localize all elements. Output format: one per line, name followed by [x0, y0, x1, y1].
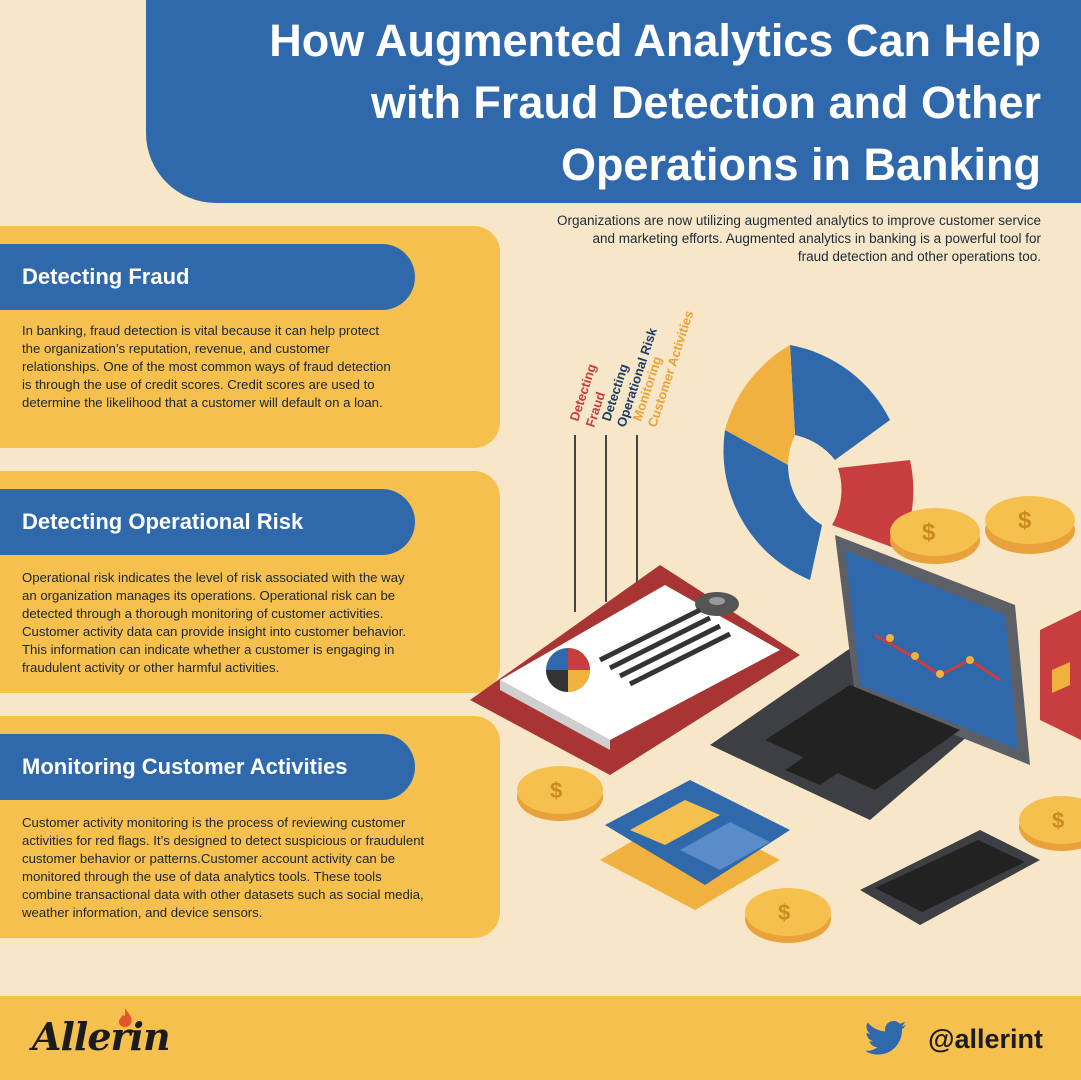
svg-text:$: $ [1018, 507, 1032, 534]
section-heading: Monitoring Customer Activities [22, 754, 348, 779]
body-line: detected through a thorough monitoring o… [22, 606, 384, 621]
coin-icon: $ [517, 766, 603, 821]
coin-icon: $ [745, 888, 831, 943]
section-heading-pill: Detecting Operational Risk [0, 489, 415, 555]
body-line: weather information, and device sensors. [22, 905, 263, 920]
vertical-labels: Detecting Fraud Detecting Operational Ri… [567, 309, 697, 429]
title-banner: How Augmented Analytics Can Help with Fr… [146, 0, 1081, 203]
section-body: Operational risk indicates the level of … [22, 569, 482, 677]
body-line: activities for red flags. It’s designed … [22, 833, 425, 848]
intro-line-3: fraud detection and other operations too… [797, 249, 1041, 264]
svg-text:$: $ [778, 900, 790, 925]
chart-label-lines [574, 435, 638, 612]
clipboard-icon [470, 565, 800, 775]
body-line: combine transactional data with other da… [22, 887, 424, 902]
intro-text: Organizations are now utilizing augmente… [481, 212, 1041, 266]
body-line: This information can indicate whether a … [22, 642, 395, 657]
body-line: monitored through the use of data analyt… [22, 869, 382, 884]
coin-icon: $ [1019, 796, 1081, 851]
title-line-1: How Augmented Analytics Can Help [269, 15, 1041, 66]
section-card-detecting-operational-risk: Detecting Operational Risk Operational r… [0, 471, 500, 693]
section-card-detecting-fraud: Detecting Fraud In banking, fraud detect… [0, 226, 500, 448]
body-line: relationships. One of the most common wa… [22, 359, 391, 374]
intro-line-1: Organizations are now utilizing augmente… [557, 213, 1041, 228]
body-line: an organization manages its operations. … [22, 588, 396, 603]
intro-line-2: and marketing efforts. Augmented analyti… [592, 231, 1041, 246]
flame-icon [118, 1008, 132, 1028]
body-line: Operational risk indicates the level of … [22, 570, 405, 585]
section-heading-pill: Detecting Fraud [0, 244, 415, 310]
body-line: the organization’s reputation, revenue, … [22, 341, 330, 356]
body-line: Customer activity data can provide insig… [22, 624, 407, 639]
donut-chart-icon [723, 345, 914, 580]
allerin-logo: Allerin [32, 1014, 171, 1059]
body-line: fraudulent activity or other harmful act… [22, 660, 280, 675]
credit-card-icon [600, 780, 790, 910]
section-heading: Detecting Fraud [22, 264, 190, 289]
briefcase-icon [1040, 610, 1081, 740]
section-body: In banking, fraud detection is vital bec… [22, 322, 482, 412]
section-card-monitoring-customer-activities: Monitoring Customer Activities Customer … [0, 716, 500, 938]
svg-text:$: $ [922, 519, 936, 546]
twitter-handle[interactable]: @allerint [928, 1024, 1043, 1054]
body-line: is through the use of credit scores. Cre… [22, 377, 375, 392]
body-line: determine the likelihood that a customer… [22, 395, 383, 410]
section-heading-pill: Monitoring Customer Activities [0, 734, 415, 800]
body-line: customer behavior or patterns.Customer a… [22, 851, 396, 866]
svg-text:$: $ [550, 778, 562, 803]
section-heading: Detecting Operational Risk [22, 509, 304, 534]
banking-analytics-illustration: Detecting Fraud Detecting Operational Ri… [470, 309, 1081, 943]
body-line: In banking, fraud detection is vital bec… [22, 323, 380, 338]
page-title: How Augmented Analytics Can Help with Fr… [181, 10, 1041, 196]
svg-text:$: $ [1052, 808, 1064, 833]
coin-stack-icon: $ $ [890, 496, 1075, 564]
footer-bar: Allerin @allerint [0, 996, 1081, 1080]
laptop-icon [710, 535, 1030, 820]
twitter-icon[interactable] [866, 1021, 906, 1055]
phone-icon [860, 830, 1040, 925]
title-line-2: with Fraud Detection and Other [370, 77, 1041, 128]
section-body: Customer activity monitoring is the proc… [22, 814, 482, 922]
title-line-3: Operations in Banking [560, 139, 1041, 190]
body-line: Customer activity monitoring is the proc… [22, 815, 406, 830]
